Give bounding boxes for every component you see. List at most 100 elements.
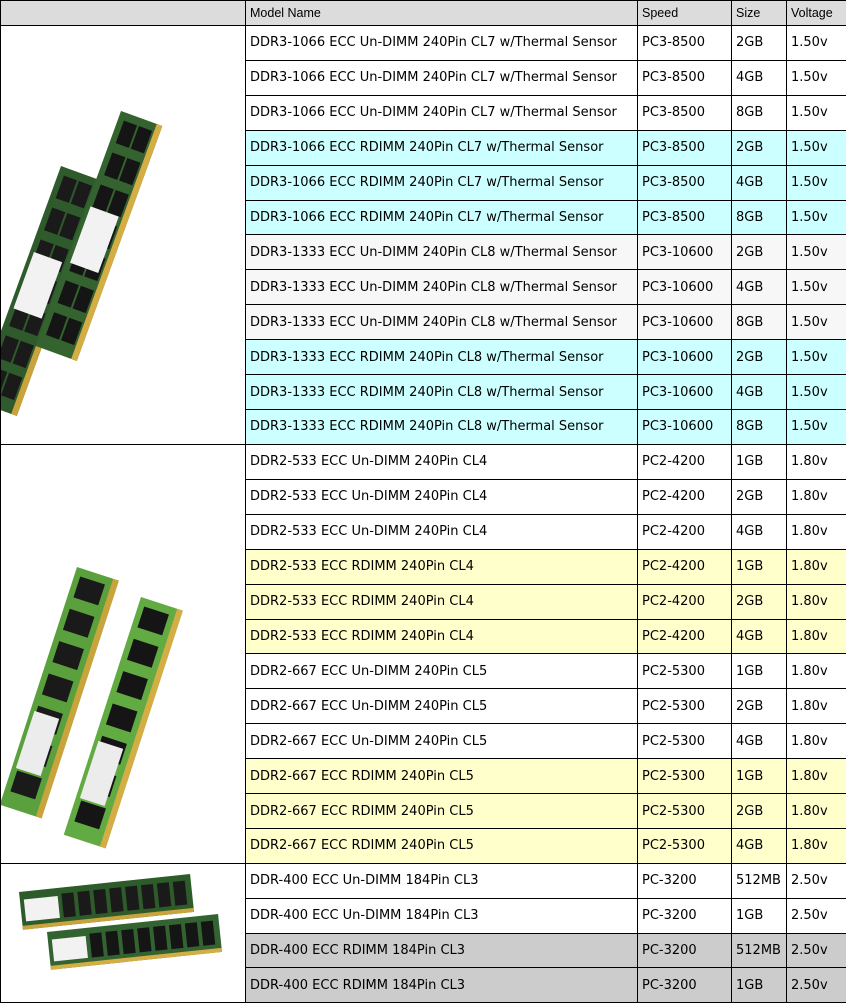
size-cell: 4GB [732, 60, 787, 95]
size-cell: 512MB [732, 933, 787, 968]
model-name-cell: DDR-400 ECC Un-DIMM 184Pin CL3 [246, 898, 638, 933]
size-cell: 2GB [732, 479, 787, 514]
header-model-name: Model Name [246, 1, 638, 26]
speed-cell: PC2-4200 [638, 445, 732, 480]
model-name-cell: DDR3-1333 ECC RDIMM 240Pin CL8 w/Thermal… [246, 409, 638, 444]
speed-cell: PC3-10600 [638, 409, 732, 444]
speed-cell: PC3-10600 [638, 340, 732, 375]
voltage-cell: 1.50v [787, 375, 846, 410]
model-name-cell: DDR3-1333 ECC Un-DIMM 240Pin CL8 w/Therm… [246, 305, 638, 340]
voltage-cell: 1.50v [787, 200, 846, 235]
voltage-cell: 1.80v [787, 689, 846, 724]
table-row: DDR3-1066 ECC Un-DIMM 240Pin CL7 w/Therm… [1, 26, 846, 61]
model-name-cell: DDR-400 ECC RDIMM 184Pin CL3 [246, 968, 638, 1003]
header-speed: Speed [638, 1, 732, 26]
voltage-cell: 1.80v [787, 828, 846, 863]
model-name-cell: DDR2-667 ECC Un-DIMM 240Pin CL5 [246, 724, 638, 759]
voltage-cell: 1.80v [787, 514, 846, 549]
size-cell: 1GB [732, 654, 787, 689]
model-name-cell: DDR2-533 ECC Un-DIMM 240Pin CL4 [246, 479, 638, 514]
model-name-cell: DDR2-667 ECC RDIMM 240Pin CL5 [246, 828, 638, 863]
voltage-cell: 1.50v [787, 270, 846, 305]
voltage-cell: 1.80v [787, 549, 846, 584]
voltage-cell: 2.50v [787, 898, 846, 933]
model-name-cell: DDR2-533 ECC Un-DIMM 240Pin CL4 [246, 445, 638, 480]
speed-cell: PC3-8500 [638, 130, 732, 165]
model-name-cell: DDR3-1333 ECC RDIMM 240Pin CL8 w/Thermal… [246, 375, 638, 410]
ddr2-memory-module-icon [1, 445, 246, 864]
voltage-cell: 1.80v [787, 794, 846, 829]
model-name-cell: DDR3-1066 ECC Un-DIMM 240Pin CL7 w/Therm… [246, 95, 638, 130]
model-name-cell: DDR2-667 ECC Un-DIMM 240Pin CL5 [246, 689, 638, 724]
model-name-cell: DDR3-1066 ECC Un-DIMM 240Pin CL7 w/Therm… [246, 26, 638, 61]
size-cell: 2GB [732, 584, 787, 619]
voltage-cell: 1.80v [787, 584, 846, 619]
model-name-cell: DDR-400 ECC Un-DIMM 184Pin CL3 [246, 864, 638, 899]
size-cell: 1GB [732, 968, 787, 1003]
model-name-cell: DDR3-1066 ECC RDIMM 240Pin CL7 w/Thermal… [246, 200, 638, 235]
voltage-cell: 1.80v [787, 445, 846, 480]
model-name-cell: DDR3-1066 ECC Un-DIMM 240Pin CL7 w/Therm… [246, 60, 638, 95]
model-name-cell: DDR2-533 ECC RDIMM 240Pin CL4 [246, 619, 638, 654]
size-cell: 1GB [732, 759, 787, 794]
speed-cell: PC3-8500 [638, 165, 732, 200]
speed-cell: PC2-5300 [638, 794, 732, 829]
speed-cell: PC3-8500 [638, 26, 732, 61]
voltage-cell: 1.50v [787, 340, 846, 375]
voltage-cell: 1.50v [787, 165, 846, 200]
header-size: Size [732, 1, 787, 26]
speed-cell: PC3-10600 [638, 305, 732, 340]
model-name-cell: DDR3-1333 ECC Un-DIMM 240Pin CL8 w/Therm… [246, 270, 638, 305]
size-cell: 4GB [732, 165, 787, 200]
model-name-cell: DDR3-1066 ECC RDIMM 240Pin CL7 w/Thermal… [246, 130, 638, 165]
speed-cell: PC2-4200 [638, 584, 732, 619]
voltage-cell: 1.80v [787, 724, 846, 759]
voltage-cell: 1.50v [787, 235, 846, 270]
size-cell: 2GB [732, 26, 787, 61]
speed-cell: PC3-8500 [638, 60, 732, 95]
model-name-cell: DDR2-667 ECC Un-DIMM 240Pin CL5 [246, 654, 638, 689]
header-voltage: Voltage [787, 1, 846, 26]
voltage-cell: 1.80v [787, 654, 846, 689]
speed-cell: PC3-8500 [638, 95, 732, 130]
voltage-cell: 1.50v [787, 26, 846, 61]
ddr3-memory-module-icon [1, 26, 246, 445]
size-cell: 1GB [732, 549, 787, 584]
size-cell: 4GB [732, 619, 787, 654]
size-cell: 2GB [732, 235, 787, 270]
speed-cell: PC-3200 [638, 968, 732, 1003]
size-cell: 2GB [732, 689, 787, 724]
size-cell: 8GB [732, 95, 787, 130]
speed-cell: PC2-4200 [638, 549, 732, 584]
header-row: Model Name Speed Size Voltage [1, 1, 846, 26]
size-cell: 2GB [732, 130, 787, 165]
speed-cell: PC2-5300 [638, 828, 732, 863]
voltage-cell: 1.50v [787, 305, 846, 340]
size-cell: 4GB [732, 828, 787, 863]
size-cell: 4GB [732, 514, 787, 549]
voltage-cell: 1.80v [787, 479, 846, 514]
speed-cell: PC3-10600 [638, 270, 732, 305]
model-name-cell: DDR2-533 ECC RDIMM 240Pin CL4 [246, 549, 638, 584]
speed-cell: PC-3200 [638, 898, 732, 933]
size-cell: 4GB [732, 375, 787, 410]
model-name-cell: DDR3-1333 ECC RDIMM 240Pin CL8 w/Thermal… [246, 340, 638, 375]
voltage-cell: 1.50v [787, 95, 846, 130]
model-name-cell: DDR2-533 ECC RDIMM 240Pin CL4 [246, 584, 638, 619]
size-cell: 1GB [732, 898, 787, 933]
speed-cell: PC-3200 [638, 933, 732, 968]
voltage-cell: 2.50v [787, 933, 846, 968]
size-cell: 8GB [732, 409, 787, 444]
speed-cell: PC2-4200 [638, 514, 732, 549]
speed-cell: PC2-4200 [638, 619, 732, 654]
model-name-cell: DDR3-1333 ECC Un-DIMM 240Pin CL8 w/Therm… [246, 235, 638, 270]
speed-cell: PC2-5300 [638, 654, 732, 689]
speed-cell: PC3-10600 [638, 235, 732, 270]
voltage-cell: 2.50v [787, 968, 846, 1003]
speed-cell: PC3-8500 [638, 200, 732, 235]
voltage-cell: 2.50v [787, 864, 846, 899]
size-cell: 4GB [732, 270, 787, 305]
speed-cell: PC2-5300 [638, 724, 732, 759]
model-name-cell: DDR3-1066 ECC RDIMM 240Pin CL7 w/Thermal… [246, 165, 638, 200]
